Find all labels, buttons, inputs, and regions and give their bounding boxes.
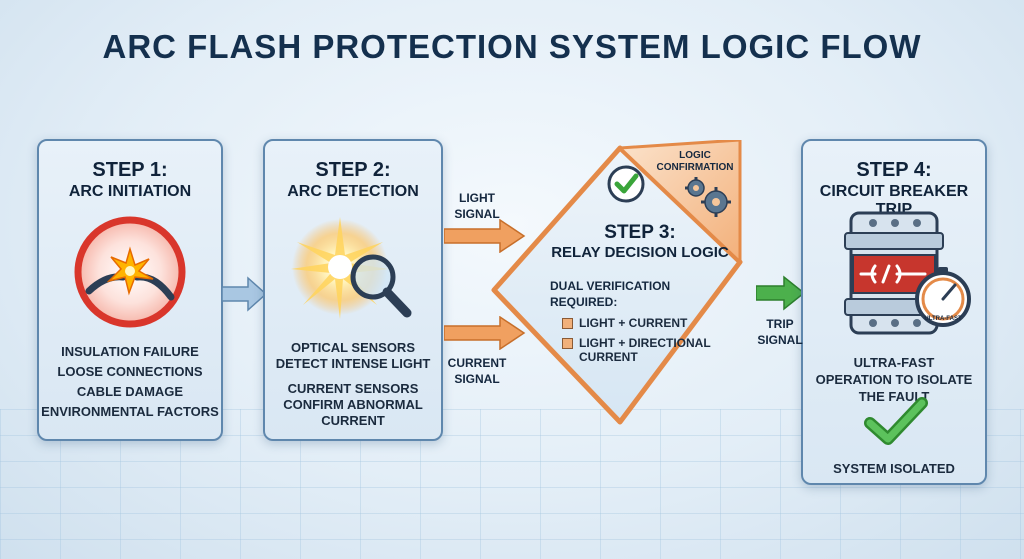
step1-cause-2: LOOSE CONNECTIONS [57,364,203,379]
step3-label: STEP 3: [604,222,676,243]
checkmark-badge-icon [607,165,645,203]
step4-operation-text: ULTRA-FAST OPERATION TO ISOLATE THE FAUL… [815,355,973,404]
page-title: ARC FLASH PROTECTION SYSTEM LOGIC FLOW [102,28,922,65]
light-burst-magnifier-icon [291,217,412,319]
step2-current-text: CURRENT SENSORS CONFIRM ABNORMAL CURRENT [283,381,423,428]
step2-label: STEP 2: [315,159,391,181]
light-signal-label: LIGHT SIGNAL [454,191,500,221]
step3-requirement: DUAL VERIFICATION REQUIRED: [550,279,671,309]
flow-arrow-1-2 [222,276,268,312]
step3-option-2: LIGHT + DIRECTIONAL CURRENT [562,336,712,364]
current-signal-arrow [444,316,526,350]
checkbox-icon [562,338,573,349]
circuit-breaker-icon [844,211,971,335]
step1-cause-4: ENVIRONMENTAL FACTORS [41,404,219,419]
system-isolated-text: SYSTEM ISOLATED [833,461,955,476]
stopwatch-label: ULTRA-FAST [924,316,962,322]
arc-spark-icon [74,216,186,328]
step1-card: STEP 1: ARC INITIATION INSULATION FAILUR… [37,139,223,441]
step3-option-2-text: LIGHT + DIRECTIONAL CURRENT [579,336,711,364]
step1-name: ARC INITIATION [68,183,192,200]
trip-signal-label: TRIP SIGNAL [757,317,803,347]
step1-cause-1: INSULATION FAILURE [61,344,199,359]
step3-diamond: LOGIC CONFIRMATION STEP 3: RELAY DECISIO… [490,140,790,430]
step1-cause-3: CABLE DAMAGE [76,384,184,399]
step3-name: RELAY DECISION LOGIC [551,244,729,261]
step2-name: ARC DETECTION [287,183,419,200]
success-check-icon [864,397,928,445]
step4-card: STEP 4: CIRCUIT BREAKER TRIP ULTRA-FAST … [801,139,987,485]
step2-optical-text: OPTICAL SENSORS DETECT INTENSE LIGHT [275,340,431,371]
step3-diamond-shape [491,140,743,425]
step1-label: STEP 1: [92,159,168,181]
step3-option-1-text: LIGHT + CURRENT [579,316,688,330]
logic-confirmation-label: LOGIC CONFIRMATION [656,150,734,173]
step2-card: STEP 2: ARC DETECTION OPTICAL SENSORS DE… [263,139,443,441]
gears-icon [685,177,731,217]
light-signal-arrow [444,219,526,253]
step3-option-1: LIGHT + CURRENT [562,316,687,330]
current-signal-label: CURRENT SIGNAL [447,356,507,386]
step4-label: STEP 4: [856,159,932,181]
trip-signal-arrow [756,275,806,311]
checkbox-icon [562,318,573,329]
